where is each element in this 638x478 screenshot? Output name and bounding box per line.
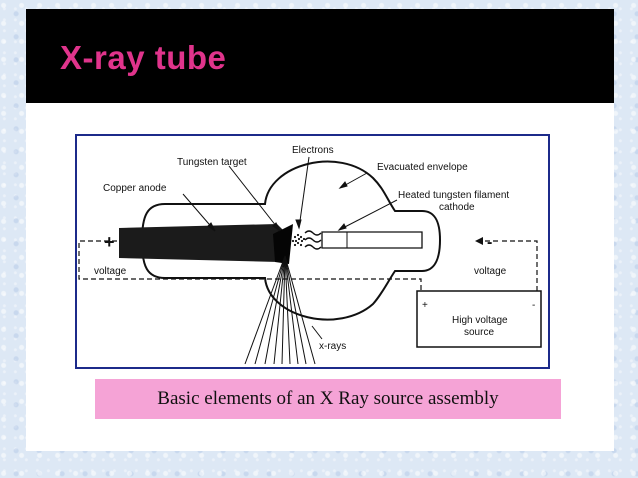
- xray-tube-diagram: Electrons Tungsten target Evacuated enve…: [75, 134, 550, 369]
- caption-box: Basic elements of an X Ray source assemb…: [95, 379, 561, 419]
- external-circuit: [78, 240, 538, 291]
- filament-coil: [304, 230, 322, 250]
- label-source: source: [464, 327, 494, 338]
- slide: X-ray tube: [26, 9, 614, 451]
- diagram-svg: Electrons Tungsten target Evacuated enve…: [78, 145, 542, 365]
- slide-title: X-ray tube: [60, 39, 227, 76]
- high-voltage-source-box: [416, 290, 542, 348]
- cathode-tube: [321, 231, 423, 249]
- label-minus-sign: -: [487, 234, 492, 251]
- caption-text: Basic elements of an X Ray source assemb…: [157, 388, 499, 409]
- label-source-minus: -: [532, 300, 535, 311]
- label-voltage-left: voltage: [94, 266, 127, 277]
- evacuated-envelope-outline: [140, 160, 442, 321]
- label-xrays: x-rays: [319, 341, 346, 352]
- label-source-plus: +: [422, 300, 428, 311]
- label-plus-sign: +: [104, 232, 115, 252]
- label-copper-anode: Copper anode: [103, 183, 167, 194]
- label-pointers: [182, 156, 398, 340]
- electron-beam-dots: [291, 233, 306, 247]
- xray-beams: [244, 255, 316, 365]
- current-arrow-head: [475, 237, 483, 245]
- copper-anode-rod: [119, 224, 289, 262]
- label-cathode: cathode: [439, 202, 475, 213]
- label-voltage-right: voltage: [474, 266, 507, 277]
- label-heated-filament: Heated tungsten filament: [398, 190, 509, 201]
- label-high-voltage: High voltage: [452, 315, 508, 326]
- label-electrons: Electrons: [292, 145, 334, 156]
- tungsten-target-wedge: [273, 224, 293, 264]
- label-evacuated-envelope: Evacuated envelope: [377, 162, 468, 173]
- label-tungsten-target: Tungsten target: [177, 157, 247, 168]
- title-bar: X-ray tube: [26, 9, 614, 103]
